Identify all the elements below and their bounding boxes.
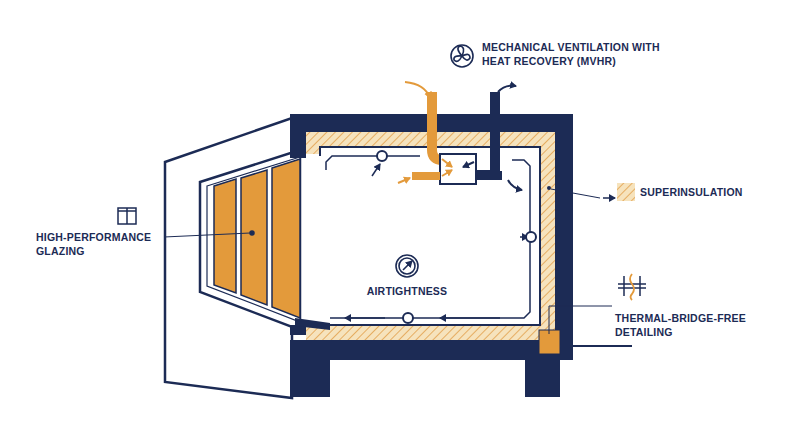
fan-icon [451,45,473,67]
facade [165,118,300,398]
glazing-label: HIGH-PERFORMANCE GLAZING [36,231,162,258]
superinsulation-icon [547,183,635,201]
gauge-icon [396,255,418,277]
mvhr-unit [398,82,522,190]
mvhr-label: MECHANICAL VENTILATION WITH HEAT RECOVER… [482,41,674,68]
thermal-bridge-icon [549,274,646,334]
airtightness-label: AIRTIGHTNESS [347,285,467,299]
airflow-loop [326,151,536,323]
thermal-bridge-label: THERMAL-BRIDGE-FREE DETAILING [615,312,775,339]
building-section [290,114,632,397]
superinsulation-label: SUPERINSULATION [640,186,780,200]
